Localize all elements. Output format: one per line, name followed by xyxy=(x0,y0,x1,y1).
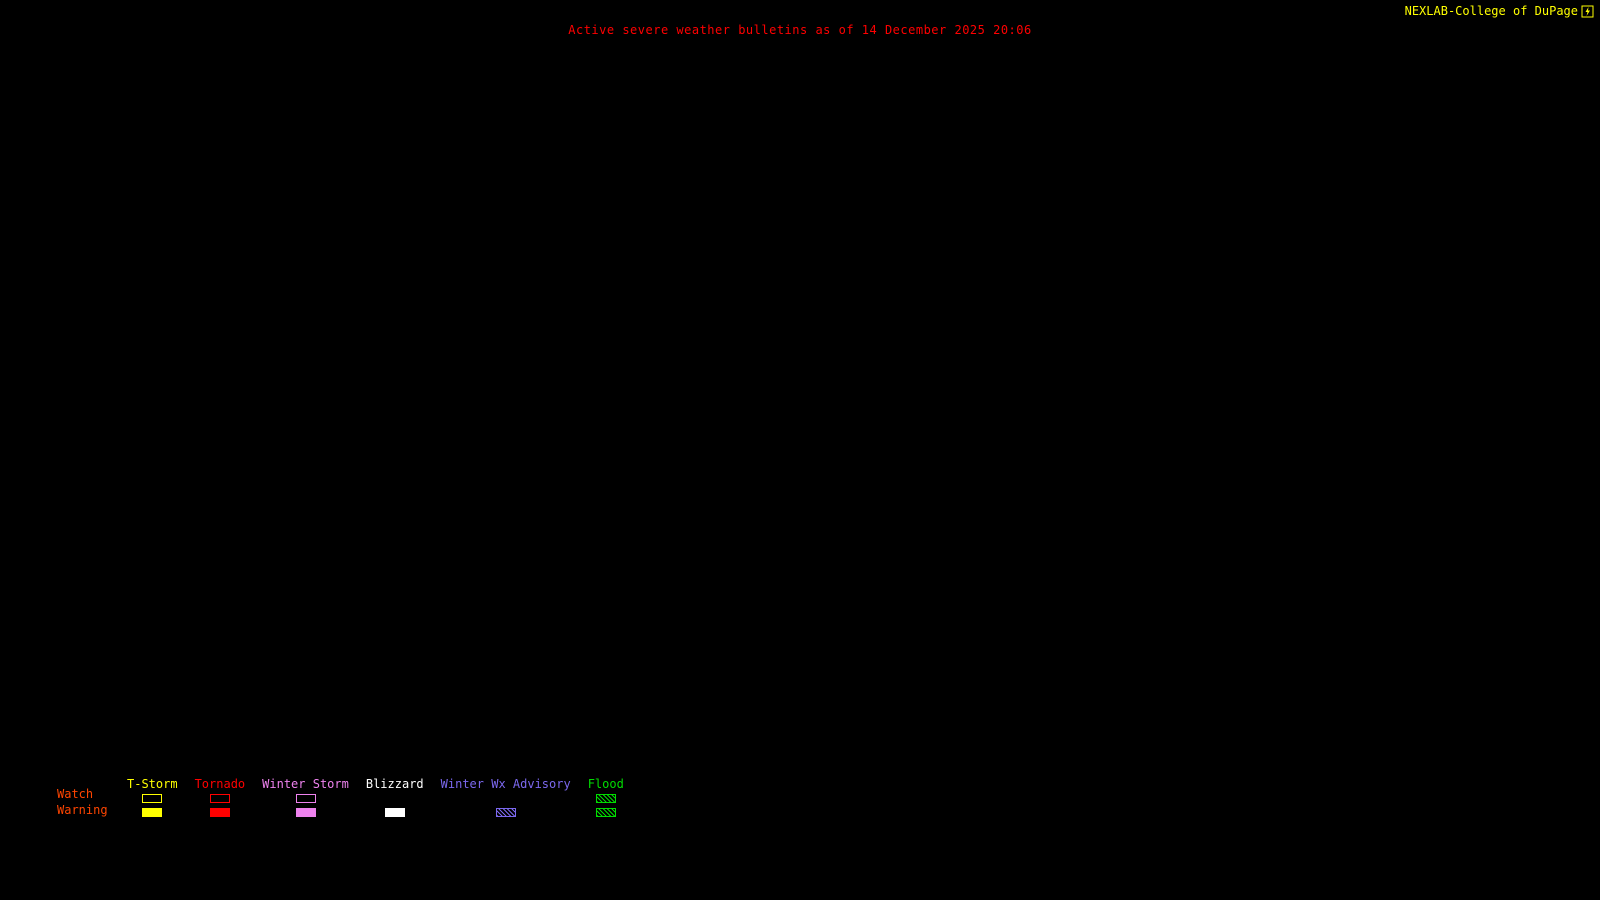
legend-column-flood: Flood xyxy=(588,777,624,817)
legend-swatch-warning-winter-wx-advisory xyxy=(495,808,516,817)
legend-column-label-t-storm: T-Storm xyxy=(127,777,178,791)
brand: NEXLAB-College of DuPage xyxy=(1405,4,1594,18)
legend-column-winter-wx-advisory: Winter Wx Advisory xyxy=(441,777,571,817)
brand-text: NEXLAB-College of DuPage xyxy=(1404,4,1578,18)
legend-column-label-flood: Flood xyxy=(587,777,624,791)
legend-swatch-warning-t-storm xyxy=(142,808,163,817)
legend-swatch-warning-winter-storm xyxy=(295,808,316,817)
legend-swatch-watch-t-storm xyxy=(142,794,163,803)
legend-column-blizzard: Blizzard xyxy=(366,777,424,817)
legend-column-label-tornado: Tornado xyxy=(194,777,246,791)
legend-column-tornado: Tornado xyxy=(194,777,246,817)
page-title: Active severe weather bulletins as of 14… xyxy=(568,23,1032,37)
legend-swatch-watch-winter-storm xyxy=(295,794,316,803)
legend-swatch-watch-flood xyxy=(595,794,616,803)
legend-column-winter-storm: Winter Storm xyxy=(262,777,349,817)
legend-column-t-storm: T-Storm xyxy=(127,777,178,817)
legend-swatch-warning-flood xyxy=(595,808,616,817)
legend-swatch-watch-tornado xyxy=(209,794,230,803)
legend-column-label-blizzard: Blizzard xyxy=(365,777,424,791)
legend-column-label-winter-storm: Winter Storm xyxy=(262,777,349,791)
legend-swatch-warning-blizzard xyxy=(384,808,405,817)
legend: T-Storm Tornado Winter Storm Blizzard Winter… xyxy=(127,777,624,817)
legend-column-label-winter-wx-advisory: Winter Wx Advisory xyxy=(440,777,571,791)
legend-watch-label: Watch xyxy=(57,787,94,801)
map-canvas xyxy=(0,45,1600,760)
nexlab-logo-icon xyxy=(1581,5,1594,18)
legend-swatch-warning-tornado xyxy=(209,808,230,817)
legend-warning-label: Warning xyxy=(57,803,108,817)
